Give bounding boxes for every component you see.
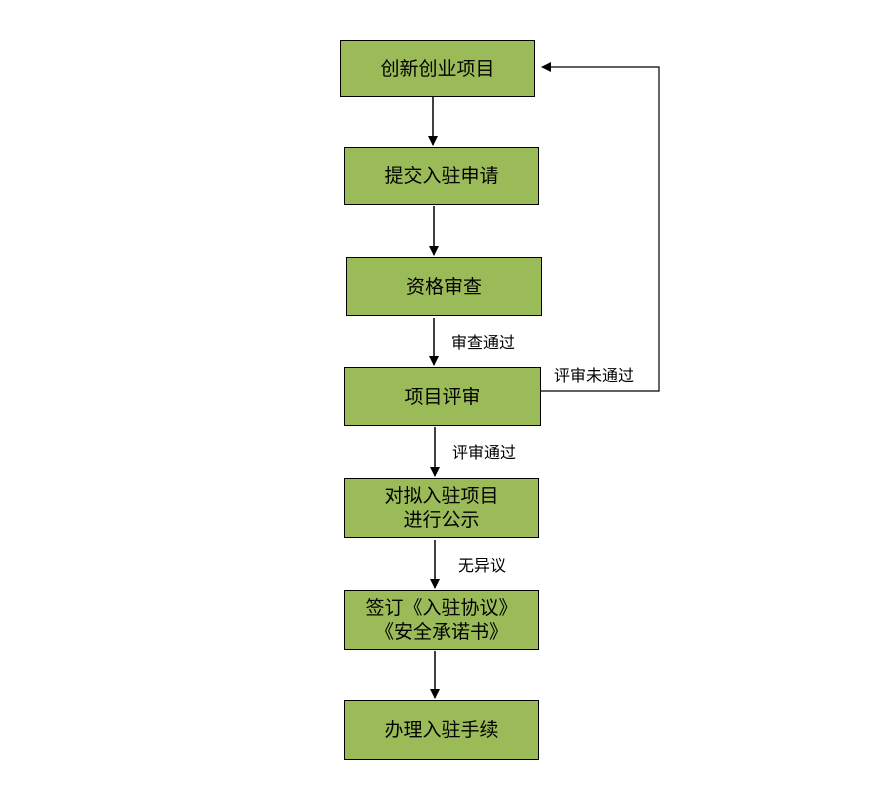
step-sign-agreements: 签订《入驻协议》 《安全承诺书》 [344, 590, 539, 650]
step-label-line-1: 对拟入驻项目 [384, 485, 499, 507]
step-qualification-review: 资格审查 [346, 257, 542, 316]
step-project-evaluation: 项目评审 [344, 367, 541, 426]
label-evaluation-passed: 评审通过 [452, 443, 517, 462]
step-label: 办理入驻手续 [384, 719, 499, 741]
label-evaluation-failed: 评审未通过 [554, 366, 635, 385]
label-review-passed: 审查通过 [451, 333, 516, 352]
step-label: 项目评审 [404, 385, 481, 408]
step-submit-application: 提交入驻申请 [344, 147, 539, 205]
arrow-s4-back-to-s1 [541, 62, 660, 392]
step-public-notice: 对拟入驻项目 进行公示 [344, 478, 539, 538]
step-label: 提交入驻申请 [384, 165, 499, 187]
step-label-line-1: 签订《入驻协议》 [365, 597, 518, 619]
step-complete-procedures: 办理入驻手续 [344, 700, 539, 760]
step-label: 资格审查 [405, 275, 482, 298]
label-no-objection: 无异议 [458, 556, 507, 575]
step-label: 创新创业项目 [380, 57, 495, 80]
step-label-line-2: 进行公示 [403, 509, 480, 531]
step-label-line-2: 《安全承诺书》 [374, 621, 508, 643]
step-innovation-project: 创新创业项目 [340, 40, 535, 97]
